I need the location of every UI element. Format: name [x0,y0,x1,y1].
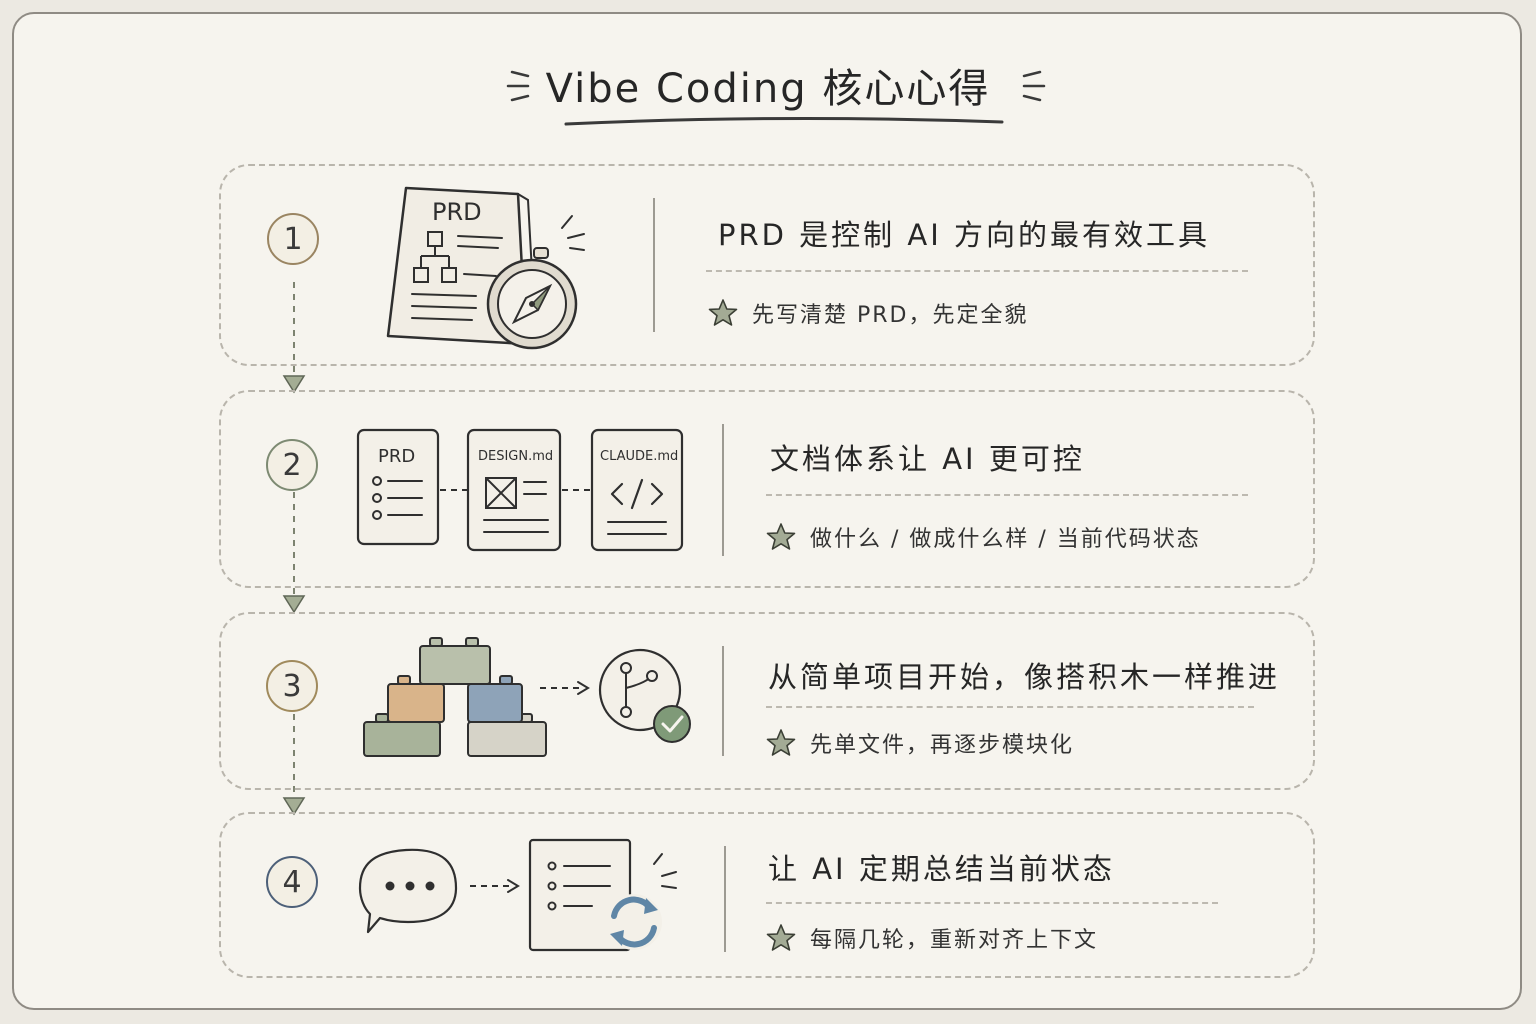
step-number-4: 4 [266,856,318,908]
step-number-2: 2 [266,439,318,491]
step-2-divider [722,424,724,556]
code-document-icon [590,428,684,552]
chat-bubble-icon [358,848,458,934]
prd-doc-2-label: PRD [378,446,415,467]
step-panel-4 [219,812,1315,978]
star-icon [766,523,796,550]
step-number-1: 1 [267,213,319,265]
step-3-divider [722,646,724,756]
star-icon [766,729,796,756]
claude-doc-label: CLAUDE.md [600,449,678,464]
prd-doc-label: PRD [432,198,482,226]
step-2-underline [766,494,1248,496]
step-1-sub-text: 先写清楚 PRD，先定全貌 [752,303,1029,328]
title-decoration [506,70,1046,126]
step-number-3: 3 [266,660,318,712]
building-blocks-icon [363,637,547,757]
step-1-divider [653,198,655,332]
step-2-heading: 文档体系让 AI 更可控 [770,442,1085,476]
prd-compass-illustration: PRD [386,186,585,350]
step-3-sub-text: 先单文件，再逐步模块化 [810,733,1075,758]
step-4-sub-row: 每隔几轮，重新对齐上下文 [766,922,1098,954]
org-chart-icon [413,231,457,283]
building-blocks-illustration [363,637,691,757]
step-2-sub-row: 做什么 / 做成什么样 / 当前代码状态 [766,521,1201,553]
page-frame [12,12,1522,1010]
step-1-heading: PRD 是控制 AI 方向的最有效工具 [718,218,1211,252]
step-1-underline [706,270,1248,272]
checklist-sync-icon [528,838,677,952]
step-panel-1 [219,164,1315,366]
title-area: Vibe Coding 核心心得 [0,52,1536,142]
step-3-sub-row: 先单文件，再逐步模块化 [766,727,1074,759]
design-doc-label: DESIGN.md [478,449,553,464]
step-panel-3 [219,612,1315,790]
summary-sync-illustration [358,838,677,952]
page-title: Vibe Coding 核心心得 [545,66,991,112]
step-3-underline [766,706,1254,708]
step-1-sub-row: 先写清楚 PRD，先定全貌 [708,297,1029,329]
step-4-sub-text: 每隔几轮，重新对齐上下文 [810,928,1099,953]
compass-icon [486,247,578,350]
step-4-underline [766,902,1218,904]
star-icon [708,299,738,326]
step-panel-2 [219,390,1315,588]
step-3-heading: 从简单项目开始，像搭积木一样推进 [768,660,1281,694]
step-4-divider [724,846,726,952]
star-icon [766,924,796,951]
step-4-heading: 让 AI 定期总结当前状态 [768,852,1115,886]
step-flow-connector [282,282,306,816]
step-2-sub-text: 做什么 / 做成什么样 / 当前代码状态 [810,527,1201,552]
document-system-illustration: PRD DESIGN.md CLAUDE.md [356,428,684,552]
git-branch-check-icon [598,648,691,743]
